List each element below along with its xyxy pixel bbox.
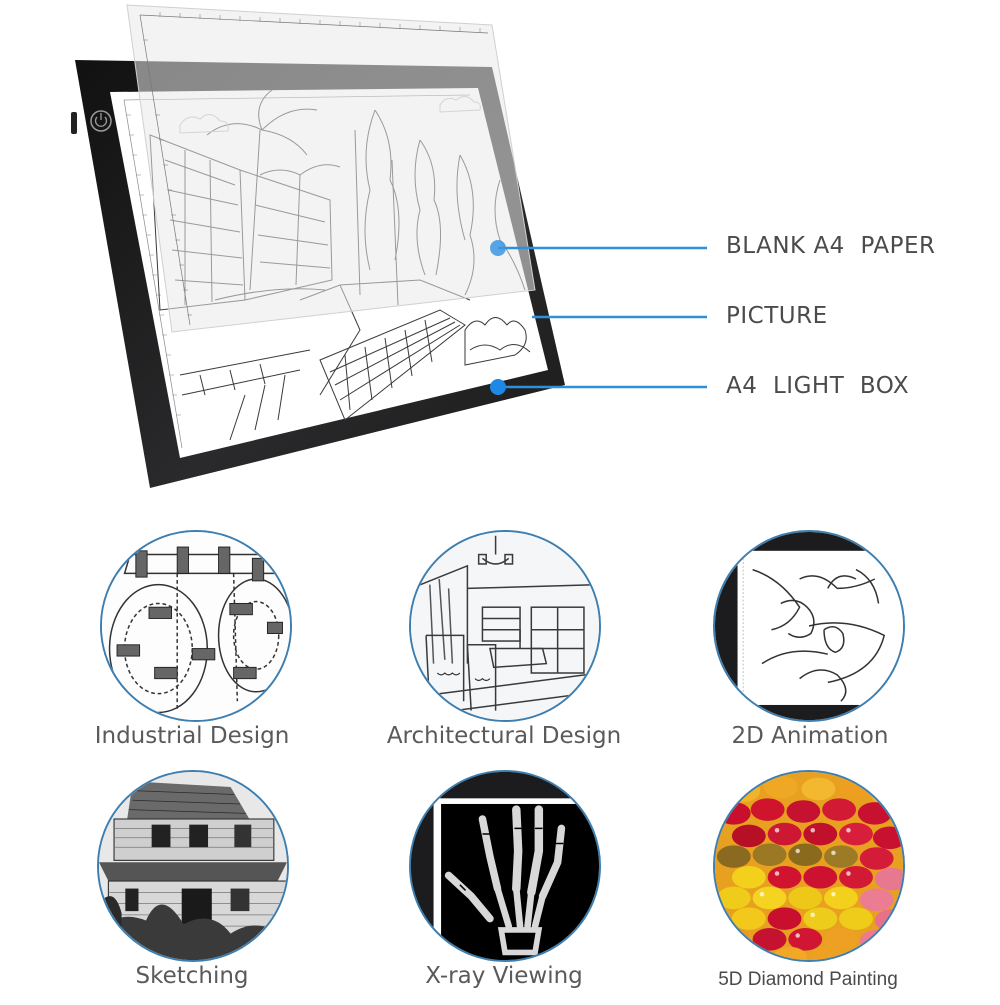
use-caption: 5D Diamond Painting: [718, 969, 898, 990]
use-tile-architectural-design: Architectural Design: [354, 525, 654, 765]
light-box-diagram: [71, 4, 707, 488]
callout-dot-paper: [490, 240, 506, 256]
use-tile-diamond-painting: 5D Diamond Painting: [658, 765, 958, 1005]
use-caption: X-ray Viewing: [425, 963, 583, 989]
light-box-illustration: BLANK A4 PAPER PICTURE A4 LIGHT BOX: [0, 0, 1000, 500]
use-caption: 2D Animation: [731, 723, 889, 749]
callout-picture-label: PICTURE: [726, 303, 828, 329]
use-caption: Sketching: [135, 963, 249, 989]
house-sketch-icon: [97, 770, 289, 962]
use-tile-xray-viewing: X-ray Viewing: [354, 765, 654, 1005]
blank-paper: [126, 4, 536, 333]
hand-xray-icon: [409, 770, 601, 962]
power-button-icon: [90, 110, 112, 132]
use-caption: Industrial Design: [94, 723, 290, 749]
use-tile-sketching: Sketching: [42, 765, 342, 1005]
diamond-beads-icon: [713, 770, 905, 962]
animation-sketch-icon: [713, 530, 905, 722]
callout-blank-paper-label: BLANK A4 PAPER: [726, 233, 936, 259]
callout-light-box-label: A4 LIGHT BOX: [726, 373, 910, 399]
use-caption: Architectural Design: [386, 723, 622, 749]
use-tile-2d-animation: 2D Animation: [660, 525, 960, 765]
industrial-drawing-icon: [100, 530, 292, 722]
use-tile-industrial-design: Industrial Design: [42, 525, 342, 765]
interior-sketch-icon: [409, 530, 601, 722]
callout-lines: [498, 246, 707, 389]
callout-dot-light-box: [490, 379, 506, 395]
